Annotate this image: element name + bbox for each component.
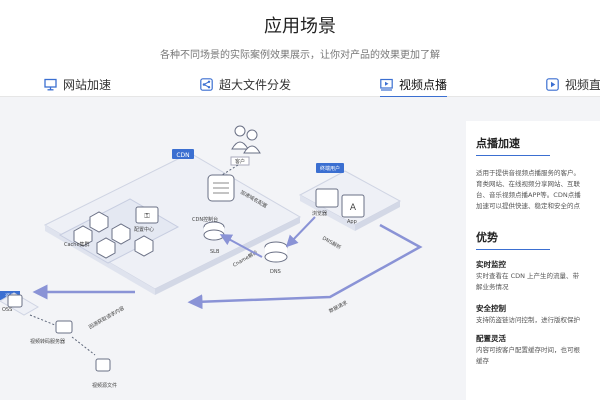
tab-label: 超大文件分发 (219, 78, 292, 92)
oss-dash-line (29, 314, 56, 326)
app-node (341, 194, 365, 218)
header: 应用场景 各种不同场景的实际案例效果展示，让你对产品的效果更加了解 网站加速 超… (0, 0, 600, 98)
video-server-label: 视频转码服务器 (30, 338, 65, 345)
browser-node (315, 188, 339, 208)
video-icon (380, 78, 393, 91)
end-user-label: 终端用户 (320, 165, 340, 172)
cdn-label-badge: CDN (172, 149, 194, 159)
share-icon (200, 78, 213, 91)
cname-arrow (219, 234, 263, 258)
config-dash-line (221, 164, 239, 176)
tab-label: 网站加速 (63, 78, 112, 92)
customer-label: 客户 (235, 158, 245, 165)
scenario-detail-panel: 点播加速 适用于提供音视频点播服务的客户。 育类网站、在线视频分享网站、互联 台… (466, 121, 600, 400)
tab-live-video[interactable]: 视频直播 (546, 76, 600, 96)
end-user-badge (316, 163, 344, 173)
video-file-node (95, 358, 111, 372)
play-icon (546, 78, 559, 91)
tab-bar: 网站加速 超大文件分发 视频点播 视频直播 (0, 70, 600, 98)
dns-label: DNS (270, 269, 281, 275)
video-server-node (55, 320, 73, 334)
cdn-label: CDN (176, 152, 189, 159)
tab-website-acceleration[interactable]: 网站加速 (44, 76, 111, 96)
browser-label: 浏览器 (312, 210, 327, 217)
file-dash-line (71, 336, 96, 356)
customer-badge (230, 156, 250, 166)
cdn-console-label: CDN控制台 (192, 216, 218, 223)
architecture-diagram: CDN Cache集群 ⚿ 配置中心 CDN控制台 SLB (0, 125, 423, 389)
advantages-underline (476, 249, 550, 250)
cache-nodes (73, 211, 154, 259)
monitor-icon (44, 78, 57, 91)
tab-label: 视频直播 (565, 78, 600, 92)
key-icon: ⚿ (144, 212, 150, 220)
dns-resolve-label: DNS解析 (321, 235, 342, 251)
data-request-arrow (187, 223, 423, 310)
dns-arrow (285, 216, 316, 248)
tab-label: 视频点播 (399, 78, 448, 92)
data-request-label: 数据请求 (328, 299, 349, 315)
feature-description: 支持防盗链访问控制，进行版权保护 (476, 316, 580, 324)
scenario-stage: CDN Cache集群 ⚿ 配置中心 CDN控制台 SLB (0, 97, 600, 400)
tab-video-on-demand[interactable]: 视频点播 (380, 76, 448, 98)
video-file-label: 视频源文件 (92, 382, 117, 389)
config-center-node (135, 206, 159, 224)
panel-title-underline (476, 155, 550, 156)
panel-description: 适用于提供音视频点播服务的客户。 育类网站、在线视频分享网站、互联 台、音乐视频… (476, 169, 581, 210)
advantages-heading: 优势 (476, 231, 498, 244)
panel-title: 点播加速 (476, 137, 520, 150)
slb-label: SLB (210, 249, 220, 255)
back-to-origin-label: 回源获取请求内容 (88, 305, 126, 331)
feature-title: 实时监控 (476, 260, 506, 269)
customer-icon (231, 125, 261, 154)
page-title: 应用场景 (264, 16, 336, 37)
feature-description: 内容可按客户配置缓存时间，也可根 缓存 (476, 346, 580, 365)
oss-node (7, 294, 23, 308)
feature-title: 配置灵活 (476, 334, 506, 343)
app-label: App (347, 219, 357, 225)
app-store-icon: A (350, 203, 357, 213)
tab-large-file-distribution[interactable]: 超大文件分发 (200, 76, 291, 96)
page-subtitle: 各种不同场景的实际案例效果展示，让你对产品的效果更加了解 (160, 50, 440, 61)
config-center-label: 配置中心 (134, 226, 154, 233)
cache-cluster-label: Cache集群 (64, 241, 90, 248)
feature-description: 实时查看在 CDN 上产生的流量、带 解业务情况 (476, 272, 580, 291)
oss-label: OSS (2, 307, 12, 313)
feature-title: 安全控制 (476, 304, 506, 313)
